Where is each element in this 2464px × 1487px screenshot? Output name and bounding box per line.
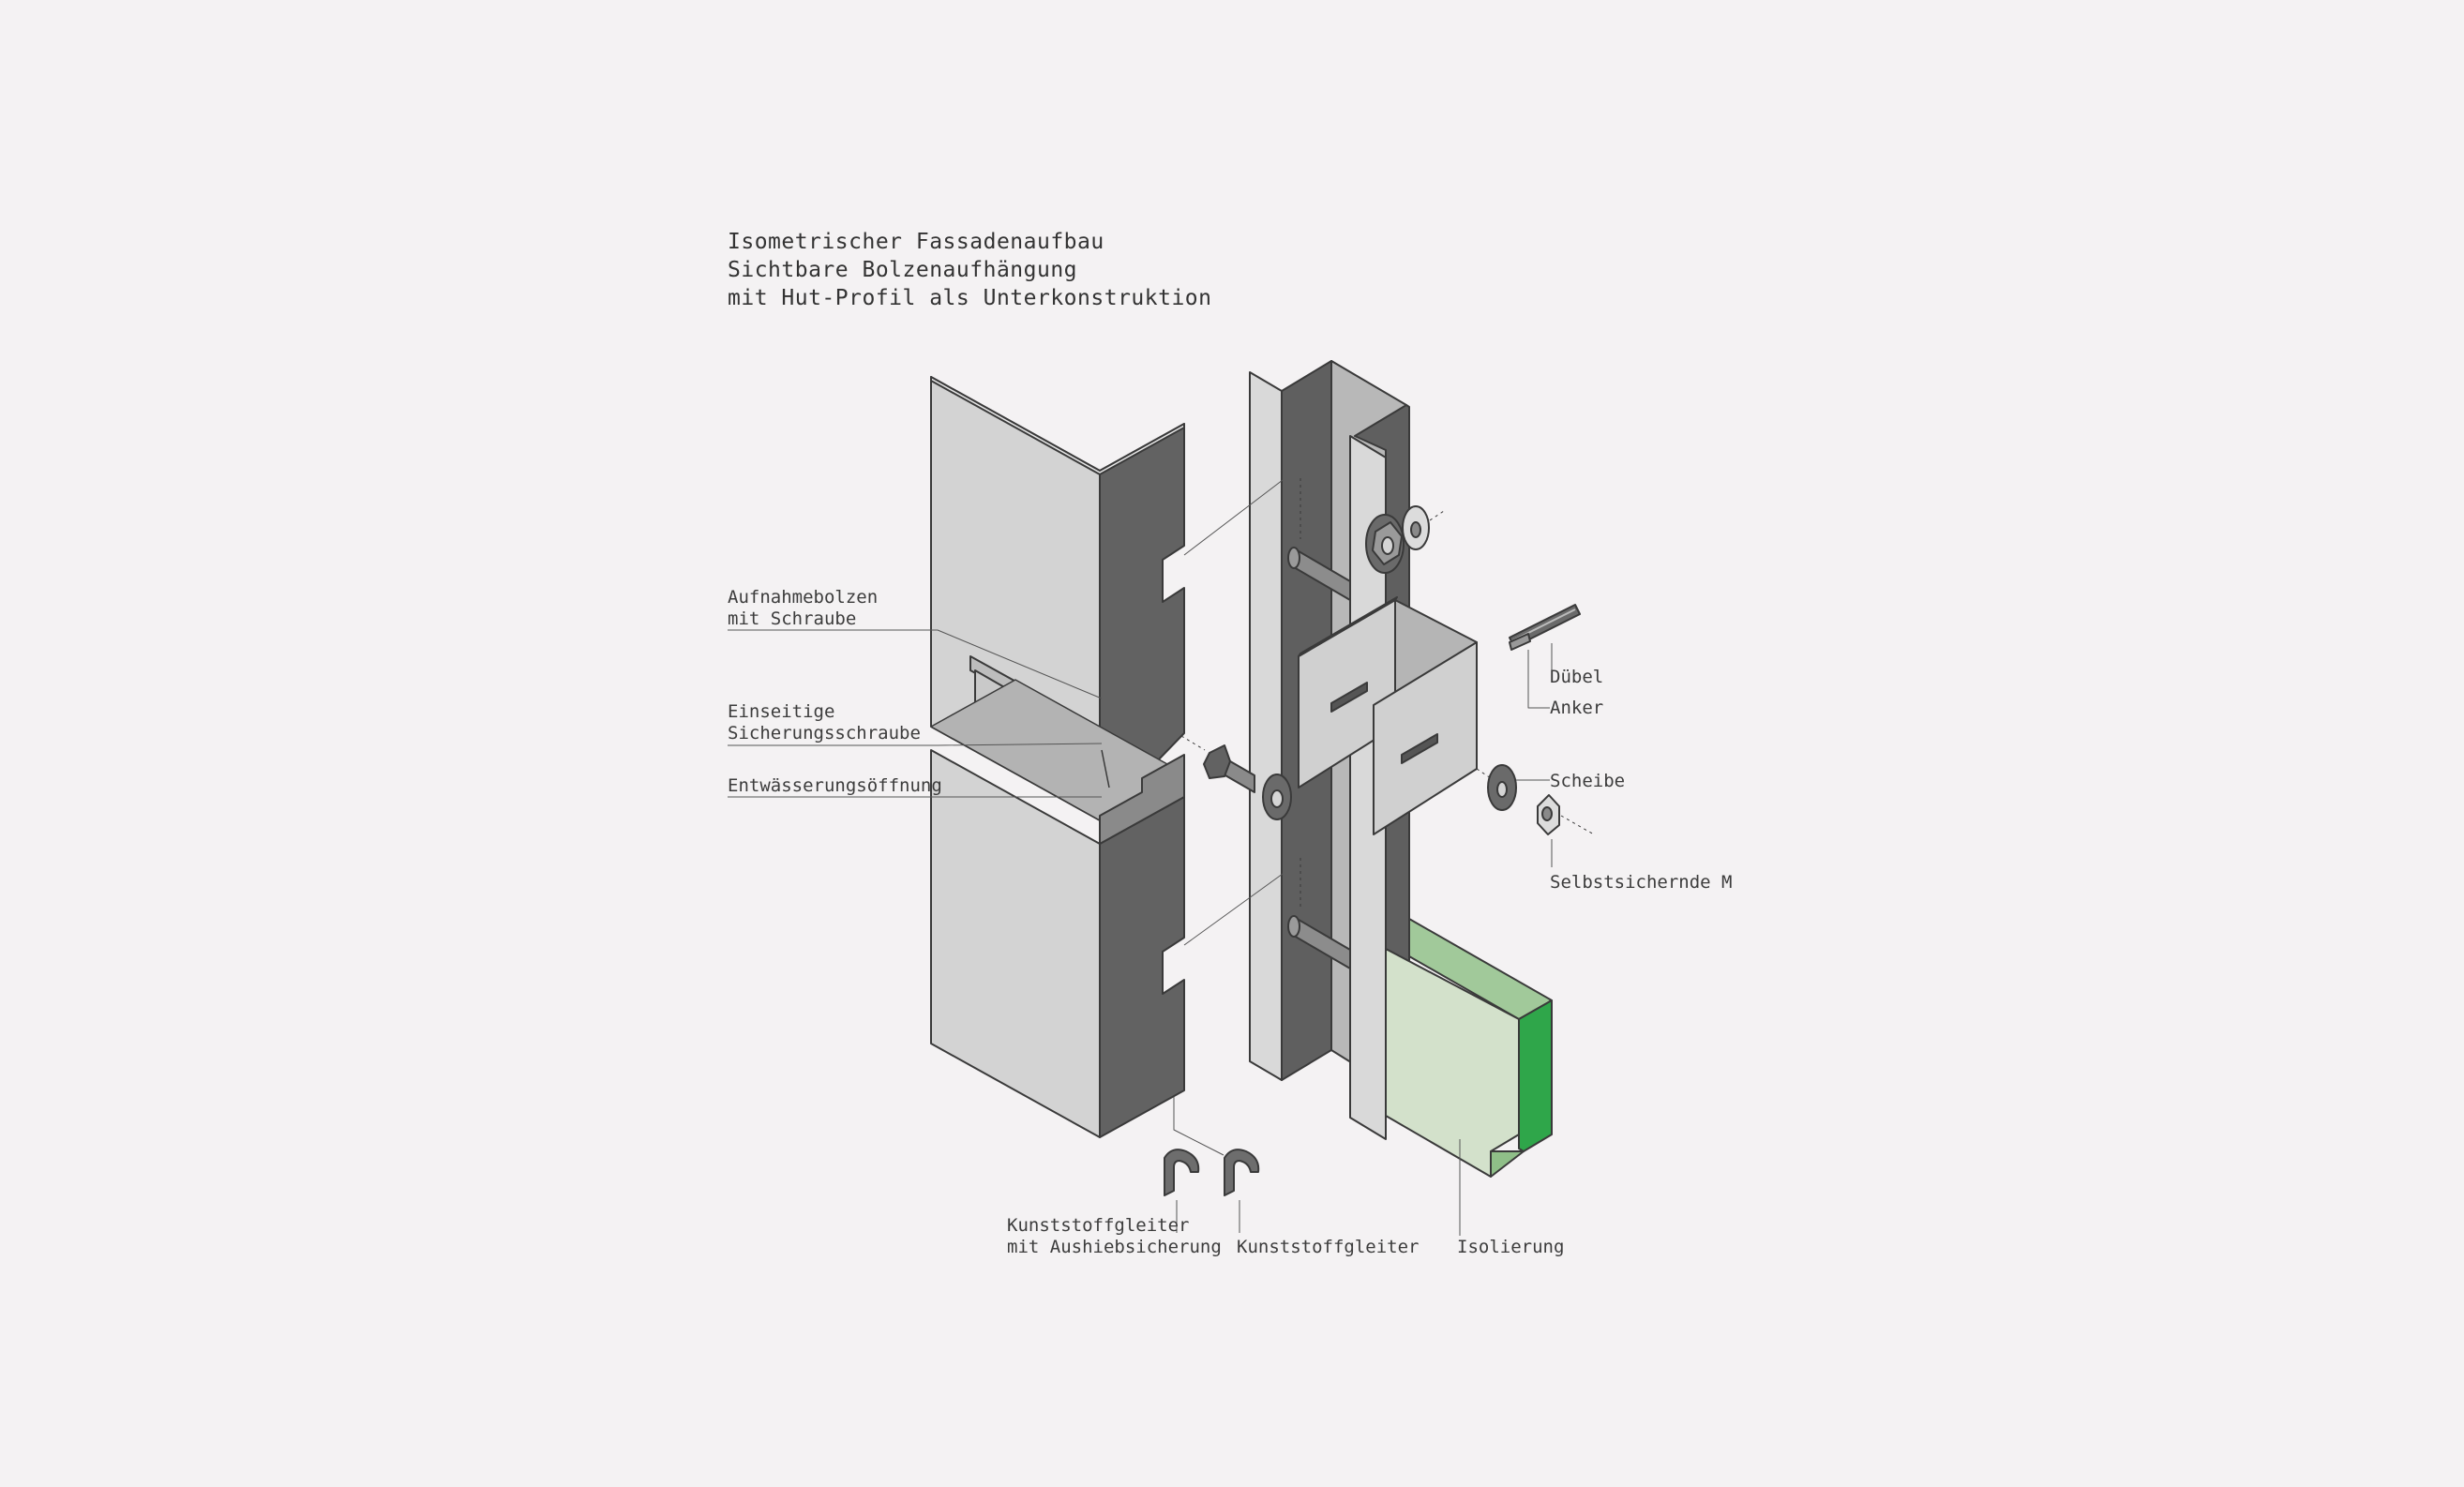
title-line-2: Sichtbare Bolzenaufhängung	[728, 258, 1078, 282]
security-bolt	[1180, 735, 1292, 820]
label-gleiter-sicherung-line-2: mit Aushiebsicherung	[1007, 1237, 1222, 1257]
label-isolierung: Isolierung	[1457, 1237, 1565, 1257]
label-entwaesserung: Entwässerungsöffnung	[728, 775, 942, 796]
plastic-sliders	[1164, 1149, 1260, 1196]
mounting-bracket	[1298, 596, 1478, 835]
label-aufnahmebolzen-line-1: Aufnahmebolzen	[728, 587, 879, 608]
lower-facade-panel	[930, 749, 1185, 1138]
label-gleiter: Kunststoffgleiter	[1237, 1237, 1420, 1257]
title-line-1: Isometrischer Fassadenaufbau	[728, 230, 1104, 254]
leader-lines	[728, 479, 1553, 1236]
label-sicherungsschraube-line-2: Sicherungsschraube	[728, 723, 921, 744]
label-sicherungsschraube-line-1: Einseitige	[728, 701, 835, 722]
label-anker: Anker	[1550, 698, 1604, 718]
label-gleiter-sicherung-line-1: Kunststoffgleiter	[1007, 1215, 1190, 1236]
dowel-anchor	[1509, 604, 1581, 651]
label-gleiter-sicherung: Kunststoffgleiter mit Aushiebsicherung	[1007, 1215, 1222, 1258]
receiving-pins	[1287, 547, 1351, 969]
panel-groove	[930, 655, 1185, 821]
label-duebel: Dübel	[1550, 667, 1604, 687]
label-sicherungsschraube: Einseitige Sicherungsschraube	[728, 701, 921, 744]
right-washer-nut	[1476, 764, 1595, 835]
upper-nut-washer	[1365, 505, 1445, 574]
label-aufnahmebolzen-line-2: mit Schraube	[728, 608, 857, 629]
insulation-block	[1385, 918, 1553, 1178]
label-mutter: Selbstsichernde M	[1550, 872, 1733, 893]
label-scheibe: Scheibe	[1550, 771, 1626, 791]
label-aufnahmebolzen: Aufnahmebolzen mit Schraube	[728, 587, 878, 630]
title-line-3: mit Hut-Profil als Unterkonstruktion	[728, 286, 1212, 310]
